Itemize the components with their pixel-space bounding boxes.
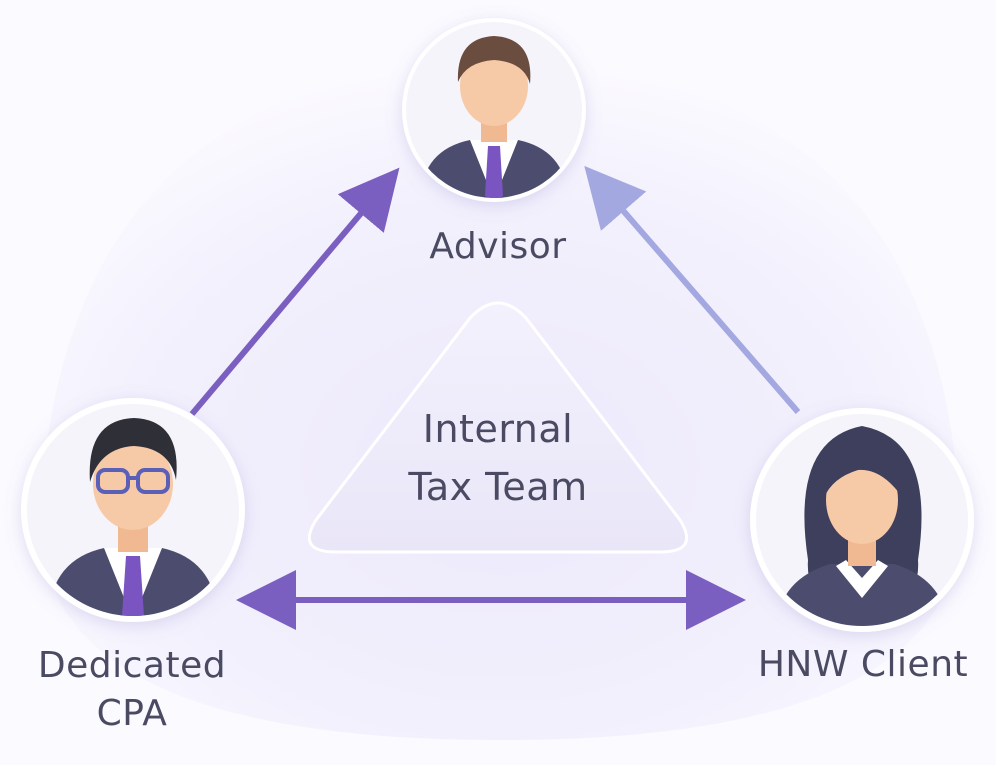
advisor-label: Advisor — [429, 226, 567, 267]
cpa-label: Dedicated CPA — [0, 642, 264, 738]
client-label: HNW Client — [757, 644, 969, 685]
arrow-client-to-advisor — [584, 165, 801, 414]
cpa-label-line2: CPA — [96, 693, 168, 734]
arrow-cpa-to-advisor — [189, 167, 400, 416]
advisor-avatar-icon — [402, 18, 586, 202]
center-label: Internal Tax Team — [330, 400, 666, 516]
center-label-line2: Tax Team — [408, 465, 588, 509]
center-label-line1: Internal — [422, 407, 574, 451]
cpa-label-line1: Dedicated — [37, 645, 227, 686]
cpa-avatar-icon — [21, 398, 245, 622]
client-avatar-icon — [750, 408, 974, 632]
center-triangle — [307, 301, 689, 554]
